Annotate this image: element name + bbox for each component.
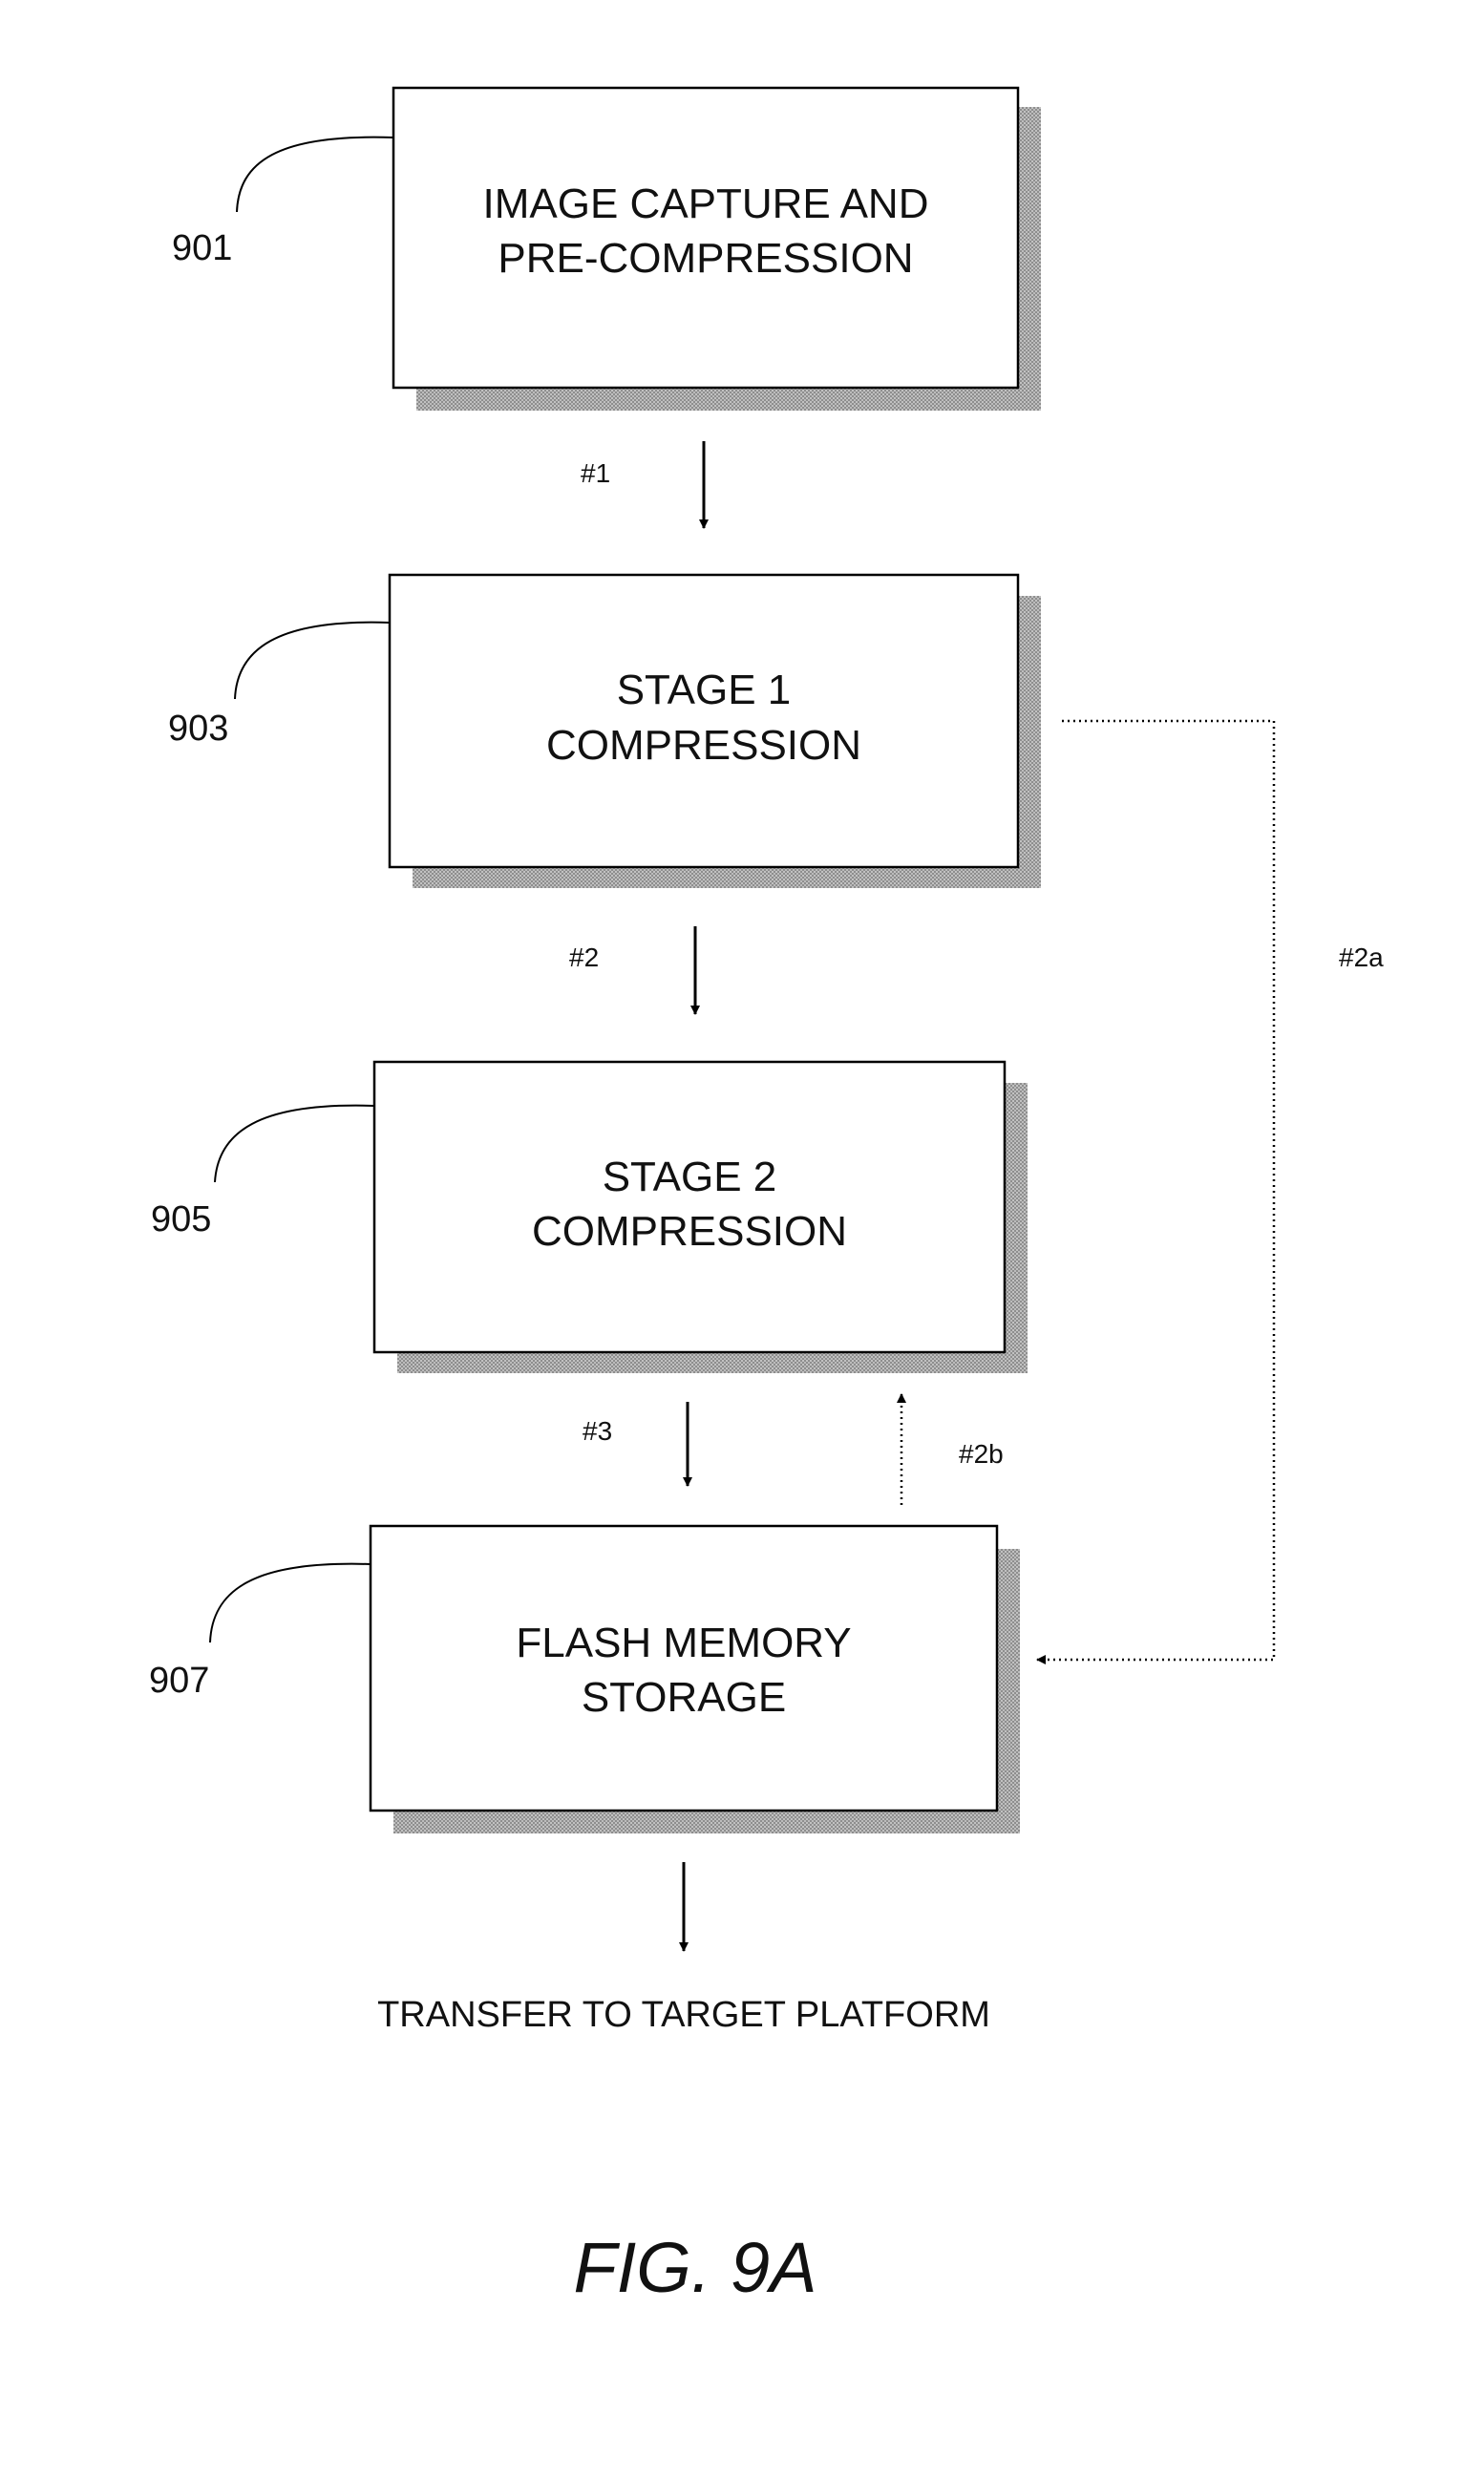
ref-leader-901 [237,138,393,212]
ref-label-903: 903 [168,709,228,749]
edge-e2a-line [1037,721,1274,1660]
edge-e2a-label: #2a [1339,943,1384,972]
node-905-line-2: COMPRESSION [532,1208,847,1255]
edge-e3: #3 [583,1402,688,1486]
output-label: TRANSFER TO TARGET PLATFORM [377,1995,990,2035]
node-903-line-2: COMPRESSION [546,722,861,769]
edge-e1: #1 [581,441,704,528]
ref-leader-907 [210,1564,371,1642]
ref-leader-903 [235,623,390,699]
edge-e2: #2 [569,926,695,1014]
ref-label-905: 905 [151,1199,211,1240]
ref-label-901: 901 [172,228,232,268]
node-907-line-1: FLASH MEMORY [516,1620,851,1666]
node-903-line-1: STAGE 1 [617,667,792,713]
node-907: FLASH MEMORY STORAGE 907 [149,1526,1020,1833]
figure-title: FIG. 9A [574,2228,817,2307]
node-903-box [390,575,1018,867]
node-905-line-1: STAGE 2 [603,1154,777,1200]
ref-leader-905 [215,1106,374,1182]
edge-e2b-label: #2b [959,1439,1004,1469]
node-905-box [374,1062,1005,1352]
edge-e1-label: #1 [581,458,610,488]
edge-e2a: #2a [1037,721,1384,1660]
node-901-line-2: PRE-COMPRESSION [498,235,913,282]
node-903: STAGE 1 COMPRESSION 903 [168,575,1041,888]
edge-e2b: #2b [901,1394,1004,1505]
node-907-line-2: STORAGE [582,1674,786,1721]
node-907-box [371,1526,997,1811]
node-901-line-1: IMAGE CAPTURE AND [483,180,929,227]
edge-e2-label: #2 [569,943,599,972]
edge-e3-label: #3 [583,1416,612,1446]
node-901: IMAGE CAPTURE AND PRE-COMPRESSION 901 [172,88,1041,411]
ref-label-907: 907 [149,1661,209,1701]
node-905: STAGE 2 COMPRESSION 905 [151,1062,1028,1373]
